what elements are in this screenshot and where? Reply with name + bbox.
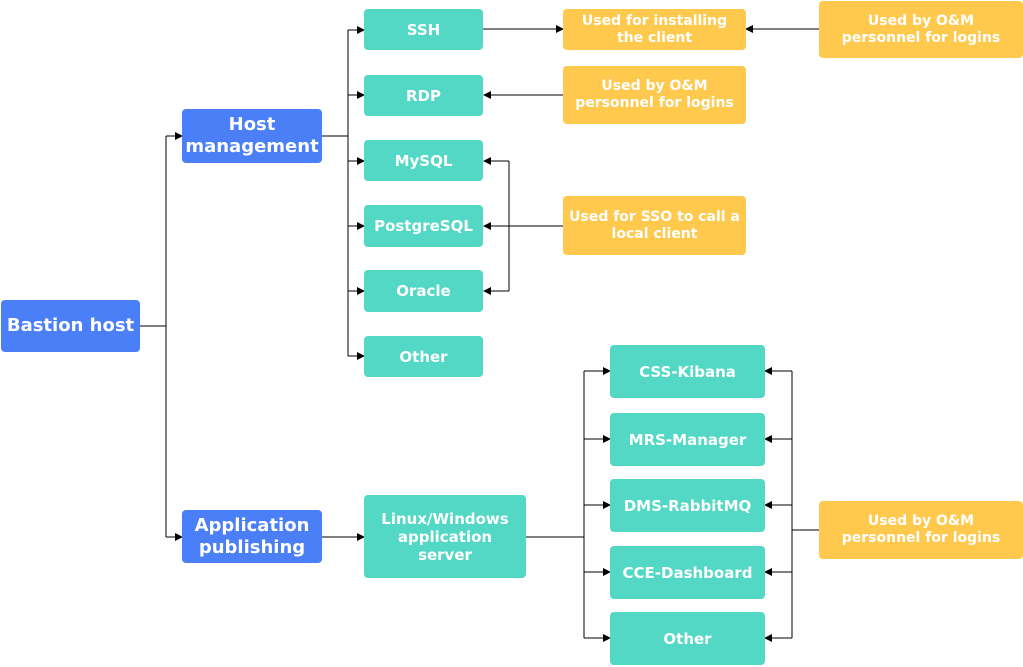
ssh-client-note: Used for installing the client	[563, 9, 746, 50]
app-logins-note: Used by O&M personnel for logins	[819, 501, 1023, 559]
host-management-node: Host management	[182, 109, 322, 163]
application-publishing-node: Application publishing	[182, 510, 322, 563]
oracle-node: Oracle	[364, 270, 483, 312]
rdp-logins-note: Used by O&M personnel for logins	[563, 66, 746, 124]
other-db-node: Other	[364, 336, 483, 377]
mrs-manager-node: MRS-Manager	[610, 413, 765, 466]
postgresql-node: PostgreSQL	[364, 205, 483, 247]
other-app-node: Other	[610, 612, 765, 665]
cce-dashboard-node: CCE-Dashboard	[610, 546, 765, 599]
sso-note: Used for SSO to call a local client	[563, 196, 746, 255]
css-kibana-node: CSS-Kibana	[610, 345, 765, 398]
rdp-node: RDP	[364, 75, 483, 116]
mysql-node: MySQL	[364, 140, 483, 181]
app-server-node: Linux/Windows application server	[364, 495, 526, 578]
ssh-logins-note: Used by O&M personnel for logins	[819, 1, 1023, 58]
ssh-node: SSH	[364, 9, 483, 50]
bastion-host-node: Bastion host	[1, 300, 140, 352]
dms-rabbitmq-node: DMS-RabbitMQ	[610, 479, 765, 532]
